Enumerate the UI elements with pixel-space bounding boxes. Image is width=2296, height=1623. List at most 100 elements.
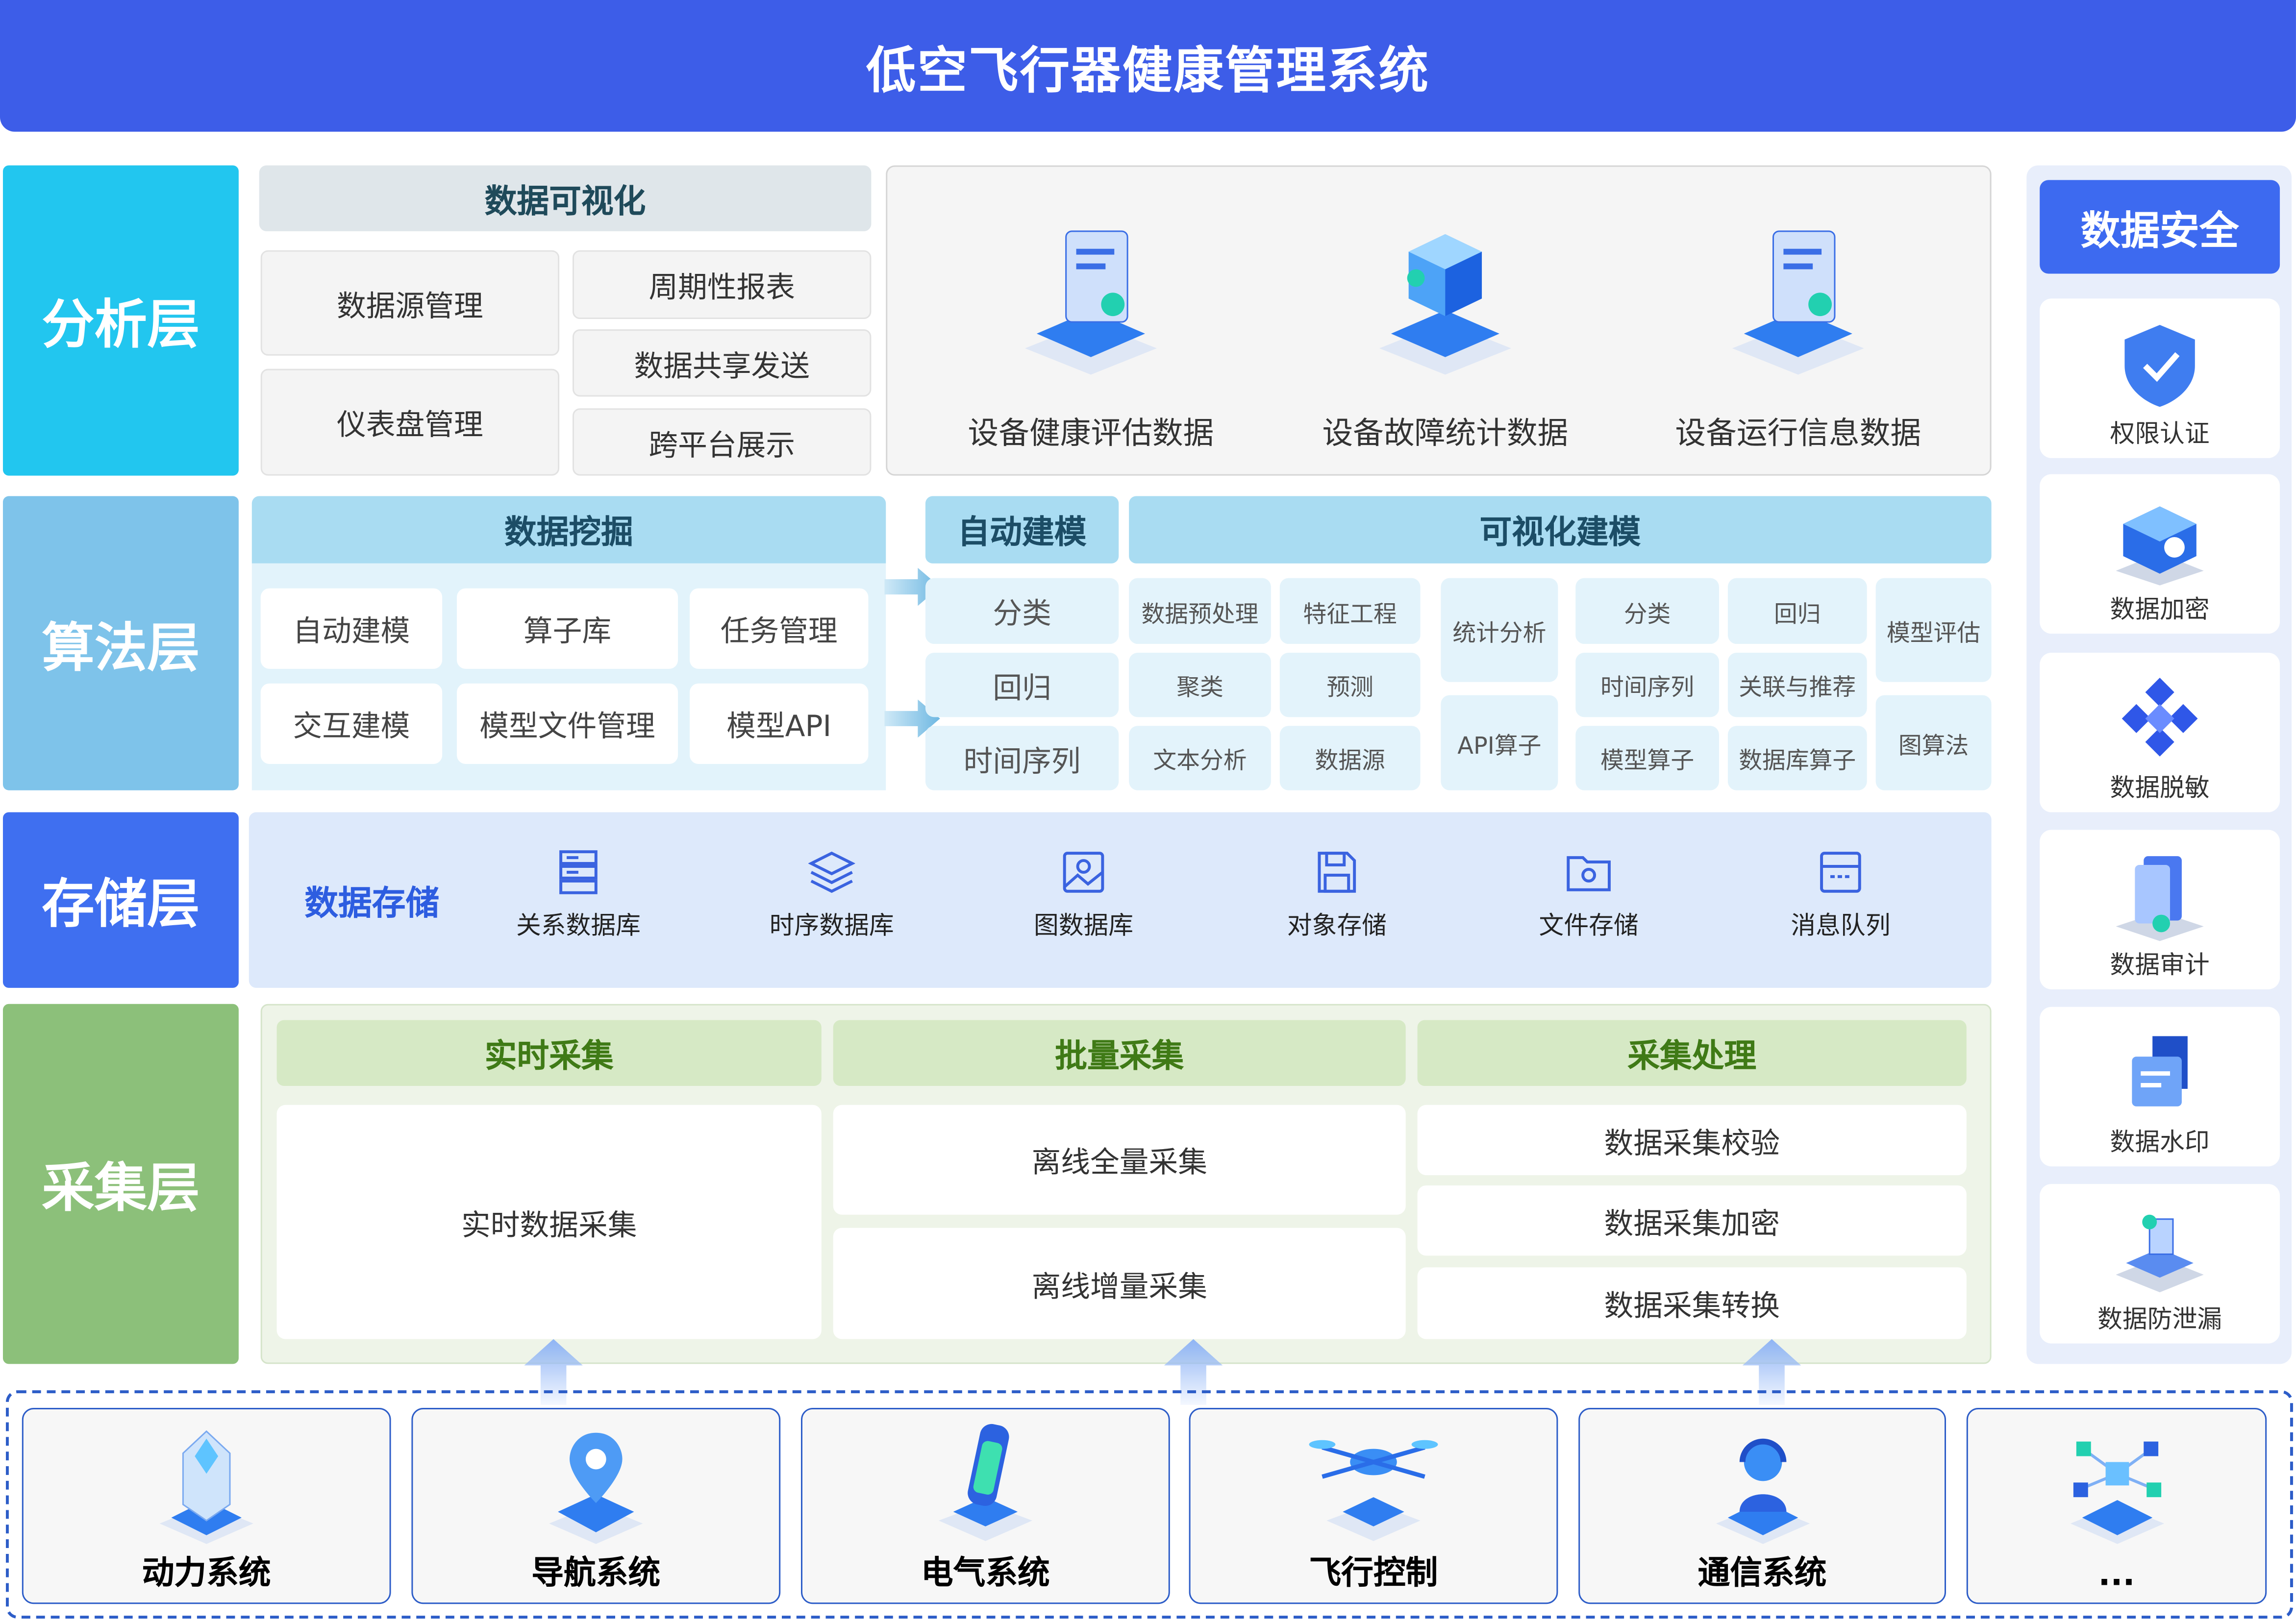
mining-item-model-files[interactable]: 模型文件管理 [457, 683, 678, 764]
device-fault-data-label: 设备故障统计数据 [1322, 416, 1569, 451]
source-label: ... [2098, 1557, 2135, 1594]
visual-item[interactable]: API算子 [1441, 695, 1558, 790]
storage-title: 数据存储 [304, 885, 440, 924]
source-flight-control[interactable]: 飞行控制 [1189, 1408, 1558, 1604]
visual-item[interactable]: 模型算子 [1575, 726, 1719, 790]
mining-item-automodel[interactable]: 自动建模 [260, 588, 443, 669]
storage-relational-db[interactable]: 关系数据库 [491, 849, 666, 941]
network-cubes-icon [2070, 1441, 2164, 1544]
data-visualization-header: 数据可视化 [259, 165, 872, 231]
storage-label: 文件存储 [1539, 911, 1639, 941]
storage-timeseries-db[interactable]: 时序数据库 [744, 849, 919, 941]
visual-item[interactable]: 关联与推荐 [1727, 652, 1867, 717]
offline-full-collection[interactable]: 离线全量采集 [833, 1105, 1406, 1215]
source-label: 导航系统 [531, 1555, 661, 1593]
security-label: 数据审计 [2110, 951, 2210, 981]
security-item-watermark[interactable]: 数据水印 [2040, 1007, 2280, 1167]
auto-item-classification[interactable]: 分类 [925, 578, 1119, 644]
offline-incremental-collection[interactable]: 离线增量采集 [833, 1228, 1406, 1339]
layer-label-storage: 存储层 [2, 812, 239, 988]
realtime-collection-header: 实时采集 [276, 1020, 822, 1086]
visual-item[interactable]: 统计分析 [1441, 578, 1558, 682]
viz-item-report[interactable]: 周期性报表 [572, 250, 872, 320]
queue-icon [1820, 852, 1861, 893]
collection-validation[interactable]: 数据采集校验 [1417, 1105, 1967, 1176]
image-icon [1063, 852, 1104, 893]
security-item-auth[interactable]: 权限认证 [2040, 298, 2280, 458]
security-item-encryption[interactable]: 数据加密 [2040, 474, 2280, 634]
source-label: 动力系统 [142, 1555, 271, 1593]
security-item-audit[interactable]: 数据审计 [2040, 830, 2280, 989]
visual-item[interactable]: 预测 [1279, 652, 1421, 717]
device-fault-data[interactable]: 设备故障统计数据 [1292, 205, 1599, 454]
viz-item-dashboard[interactable]: 仪表盘管理 [260, 369, 560, 476]
collection-conversion[interactable]: 数据采集转换 [1417, 1267, 1967, 1339]
mining-item-task-management[interactable]: 任务管理 [689, 588, 869, 669]
collection-encryption[interactable]: 数据采集加密 [1417, 1185, 1967, 1256]
database-icon [559, 850, 598, 894]
security-item-leak-prevention[interactable]: 数据防泄漏 [2040, 1184, 2280, 1344]
storage-graph-db[interactable]: 图数据库 [996, 849, 1171, 941]
visual-item[interactable]: 文本分析 [1129, 726, 1271, 790]
mining-item-operator-library[interactable]: 算子库 [457, 588, 678, 669]
audit-document-icon [2116, 856, 2204, 941]
visual-item[interactable]: 聚类 [1129, 652, 1271, 717]
storage-label: 消息队列 [1791, 911, 1891, 941]
visual-item[interactable]: 图算法 [1875, 695, 1992, 790]
storage-panel [249, 812, 1992, 988]
page-title: 低空飞行器健康管理系统 [0, 0, 2296, 132]
battery-icon [938, 1424, 1032, 1541]
save-disk-icon [1318, 852, 1356, 893]
realtime-data-collection[interactable]: 实时数据采集 [276, 1105, 822, 1339]
source-electrical-system[interactable]: 电气系统 [800, 1408, 1170, 1604]
mining-item-model-api[interactable]: 模型API [689, 683, 869, 764]
visual-item[interactable]: 模型评估 [1875, 578, 1992, 682]
location-pin-icon [549, 1432, 643, 1544]
security-label: 数据加密 [2110, 595, 2210, 625]
source-communication-system[interactable]: 通信系统 [1578, 1408, 1946, 1604]
auto-item-timeseries[interactable]: 时间序列 [925, 726, 1119, 790]
source-label: 通信系统 [1697, 1555, 1827, 1593]
cube-stack-icon [1379, 234, 1511, 375]
power-crystal-icon [159, 1430, 253, 1544]
storage-label: 关系数据库 [516, 911, 641, 941]
visual-item[interactable]: 数据源 [1279, 726, 1421, 790]
storage-message-queue[interactable]: 消息队列 [1753, 849, 1928, 941]
mining-item-interactive-model[interactable]: 交互建模 [260, 683, 443, 764]
auto-item-regression[interactable]: 回归 [925, 652, 1119, 717]
storage-object[interactable]: 对象存储 [1249, 849, 1424, 941]
cubes-cluster-icon [2121, 678, 2198, 757]
visual-item[interactable]: 数据预处理 [1129, 578, 1271, 644]
viz-item-share[interactable]: 数据共享发送 [572, 329, 872, 397]
security-item-masking[interactable]: 数据脱敏 [2040, 652, 2280, 812]
storage-file[interactable]: 文件存储 [1501, 849, 1676, 941]
source-more[interactable]: ... [1966, 1408, 2267, 1604]
visual-item[interactable]: 分类 [1575, 578, 1719, 644]
device-health-data[interactable]: 设备健康评估数据 [937, 205, 1245, 454]
source-systems-panel [5, 1390, 2293, 1619]
viz-item-datasource[interactable]: 数据源管理 [260, 250, 560, 356]
shield-check-icon [2124, 325, 2195, 407]
device-operation-data[interactable]: 设备运行信息数据 [1645, 205, 1952, 454]
storage-label: 对象存储 [1287, 911, 1387, 941]
visual-model-header: 可视化建模 [1129, 496, 1992, 564]
layer-label-collection: 采集层 [2, 1004, 239, 1364]
layers-icon [808, 851, 855, 893]
visual-item[interactable]: 数据库算子 [1727, 726, 1867, 790]
storage-label: 图数据库 [1033, 911, 1134, 941]
visual-item[interactable]: 回归 [1727, 578, 1867, 644]
viz-item-crossplatform[interactable]: 跨平台展示 [572, 408, 872, 476]
source-label: 飞行控制 [1309, 1555, 1438, 1593]
source-navigation-system[interactable]: 导航系统 [411, 1408, 781, 1604]
security-label: 数据脱敏 [2110, 774, 2210, 804]
document-report-icon [1025, 230, 1157, 375]
visual-item[interactable]: 时间序列 [1575, 652, 1719, 717]
device-operation-data-label: 设备运行信息数据 [1675, 416, 1922, 451]
drone-icon [1309, 1440, 1438, 1541]
source-power-system[interactable]: 动力系统 [22, 1408, 391, 1604]
headset-operator-icon [1715, 1438, 1809, 1544]
batch-collection-header: 批量采集 [833, 1020, 1406, 1086]
visual-item[interactable]: 特征工程 [1279, 578, 1421, 644]
data-mining-header: 数据挖掘 [251, 496, 886, 564]
auto-model-header: 自动建模 [925, 496, 1119, 564]
